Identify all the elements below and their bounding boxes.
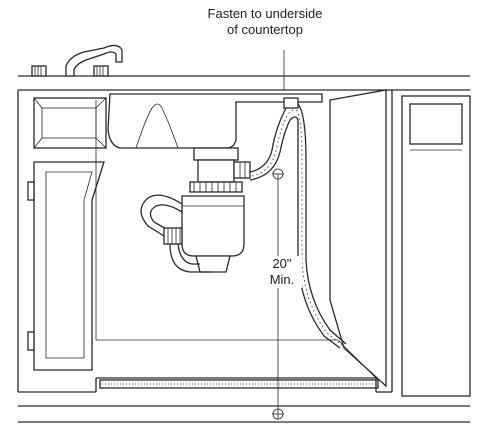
height-unit: Min. [269, 272, 295, 287]
garbage-disposer [181, 159, 251, 273]
toe-kick-grille [18, 379, 470, 423]
height-dimension-line [272, 50, 285, 420]
fasten-label-line2: of countertop [227, 22, 303, 37]
cabinet-drawer [33, 97, 107, 149]
cabinet-side-panel [329, 89, 392, 388]
sink-basin [107, 93, 323, 161]
height-value: 20" [272, 256, 292, 271]
faucet [31, 44, 123, 77]
drain-hose [249, 97, 347, 349]
fasten-label-line1: Fasten to underside [207, 6, 323, 21]
cabinet-door [27, 161, 105, 371]
drain-trap [140, 194, 212, 273]
adjacent-cabinet [401, 95, 471, 397]
minimum-height-label: 20" Min. [262, 256, 302, 288]
countertop [18, 75, 470, 91]
fasten-instruction-label: Fasten to underside of countertop [150, 6, 380, 38]
